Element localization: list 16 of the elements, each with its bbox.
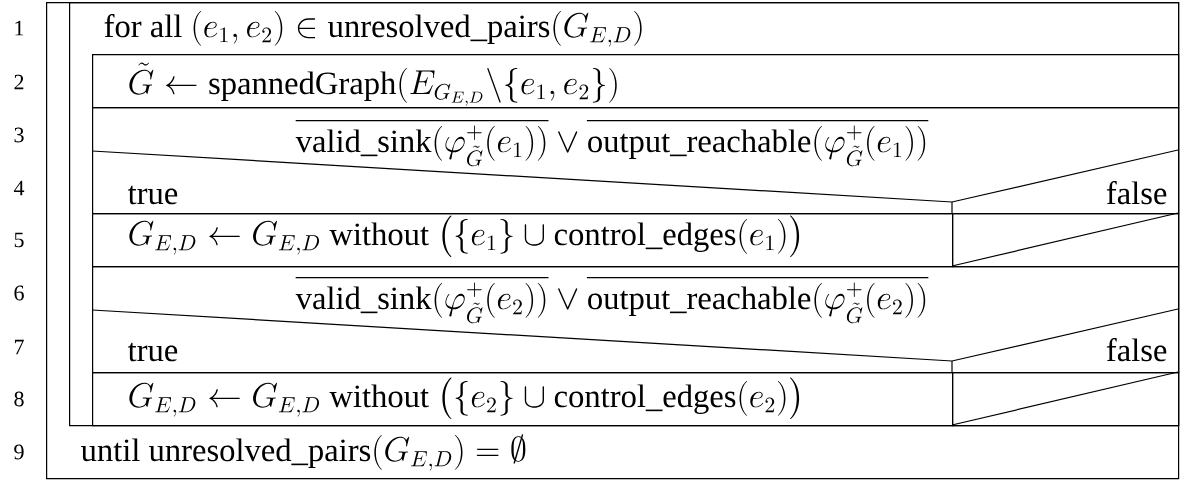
statement-box: $G_{E,D} \leftarrow G_{E,D} \text{ without } \big(\{e_1\} \cup \mathrm{control\_edges}(e_1)\big)$ bbox=[92, 213, 954, 268]
empty-branch-box bbox=[951, 212, 1180, 268]
decision-block: $\overline{\mathrm{valid\_sink}(\varphi^{+}_{\tilde{G}}(e_2))} \vee \overline{\mathrm{output\_reachable}(\varphi^{+}_{\tilde{G}}(e_2))}$ true false bbox=[91, 266, 1180, 374]
line-number: 4 bbox=[13, 180, 25, 196]
decision-block: $\overline{\mathrm{valid\_sink}(\varphi^{+}_{\tilde{G}}(e_1))} \vee \overline{\mathrm{output\_reachable}(\varphi^{+}_{\tilde{G}}(e_1))}$ true false bbox=[91, 107, 1180, 215]
empty-branch-box bbox=[951, 371, 1180, 427]
line-number: 1 bbox=[15, 20, 24, 36]
line-number: 8 bbox=[14, 391, 24, 407]
line-number: 6 bbox=[14, 285, 24, 301]
line-number: 3 bbox=[14, 127, 24, 143]
statement-box: $\tilde{G} \leftarrow \mathrm{spannedGraph}(E_{G_{E,D}} \backslash \{e_1, e_2\})$ bbox=[92, 54, 1180, 109]
line-number: 5 bbox=[14, 232, 24, 248]
statement-box: $G_{E,D} \leftarrow G_{E,D} \text{ without } \big(\{e_2\} \cup \mathrm{control\_edges}(e_2)\big)$ bbox=[92, 372, 954, 427]
line-number: 9 bbox=[14, 444, 24, 460]
line-number: 7 bbox=[14, 339, 24, 355]
line-number: 2 bbox=[14, 74, 24, 90]
